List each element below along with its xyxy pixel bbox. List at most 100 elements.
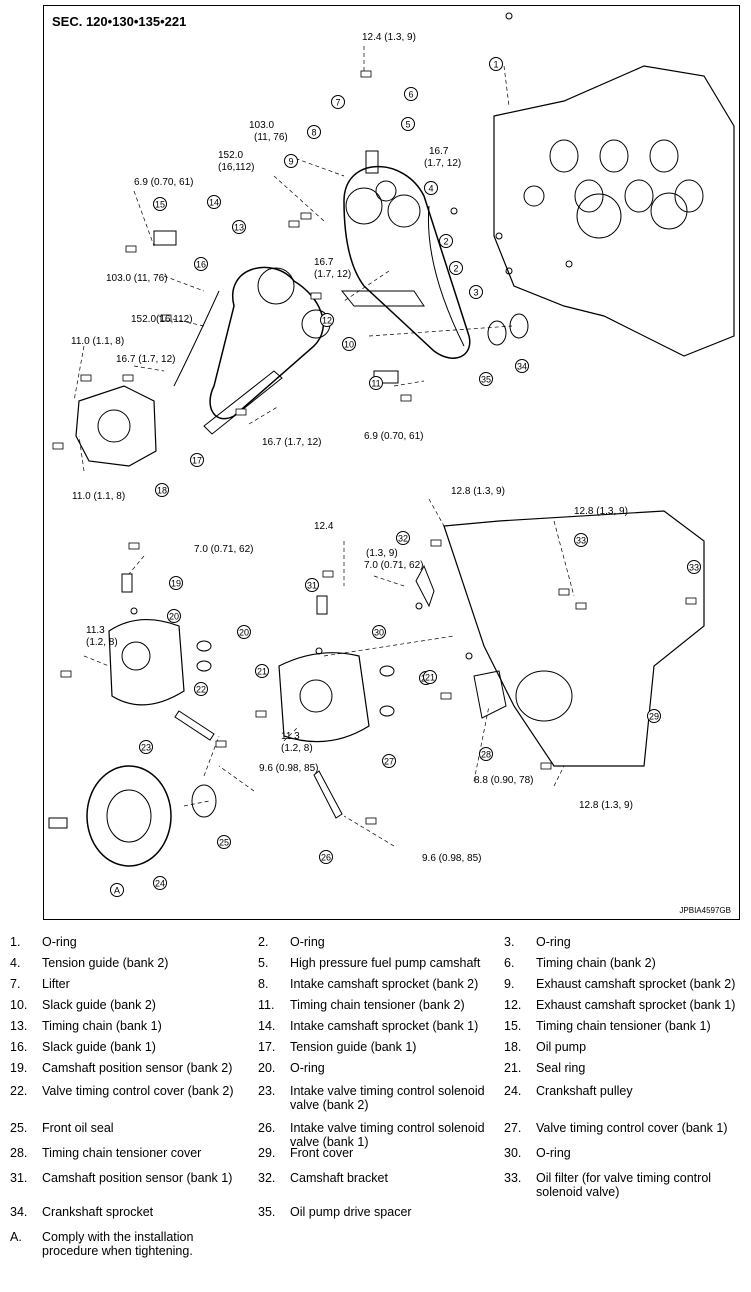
bolt [322,570,334,578]
callout-20-circle [237,625,251,639]
callout-12: 12 [322,316,332,326]
timing-chain-bank2 [343,165,471,359]
callout-18-circle [155,483,169,497]
callout-3: 3 [473,288,478,298]
cam-sensor-bank1 [316,595,328,615]
torque-label: 11.3 [281,731,300,742]
leader-line [373,575,405,587]
bolt [440,692,452,700]
leader-line [183,800,210,807]
legend-text: Front oil seal [42,1121,114,1135]
section-title: SEC. 120•130•135•221 [52,14,187,29]
cam-bore [523,185,545,207]
front-cover [443,510,705,767]
vtc-cover-bore [299,679,333,713]
legend-text: Timing chain tensioner cover [42,1146,202,1160]
bolt [300,212,312,220]
callout-27-circle [382,754,396,768]
legend-text: Exhaust camshaft sprocket (bank 2) [536,977,736,991]
callout-21: 21 [425,673,435,683]
callout-27: 27 [384,757,394,767]
vtc-cover-bore [121,641,151,671]
engine-block-bore [649,139,679,173]
leader-line [343,815,395,847]
leader-line [133,365,165,372]
callout-6: 6 [408,90,413,100]
figure-code: JPBIA4597GB [679,906,731,915]
o-ring [565,260,573,268]
torque-label: 11.0 (1.1, 8) [72,491,126,502]
legend-number: 10. [10,998,28,1012]
torque-label: (1.2, 8) [281,743,313,754]
legend-text: Oil pump drive spacer [290,1205,412,1219]
timing-chain-bank1 [209,266,324,420]
callout-18: 18 [157,486,167,496]
torque-label: 152.0(16,112) [131,314,193,325]
intake-sprocket-bank1 [257,267,295,305]
oil-pump [75,385,157,467]
callout-33: 33 [689,563,699,573]
bolt [575,602,587,610]
callout-15-circle [153,197,167,211]
fuel-pump-cam [375,180,397,202]
callout-33: 33 [576,536,586,546]
torque-label: 12.4 [314,521,334,532]
leader-line [218,765,255,792]
legend-text: Exhaust camshaft sprocket (bank 1) [536,998,736,1012]
bolt [160,314,172,322]
bolt [310,292,322,300]
legend-number: 4. [10,956,21,970]
torque-label: 16.7 (1.7, 12) [262,437,322,448]
legend-text: Slack guide (bank 2) [42,998,156,1012]
callout-13-circle [232,220,246,234]
bolt [288,220,300,228]
diagram-artwork: 1223456789101112131415161718192020212121… [48,12,735,897]
legend-number: 23. [258,1084,276,1098]
legend-number: A. [10,1230,22,1244]
callout-21-circle [255,664,269,678]
oil-pump-drive-spacer [487,320,507,346]
callout-22-circle [194,682,208,696]
leader-line [273,175,325,222]
exploded-diagram: 1223456789101112131415161718192020212121… [43,5,740,920]
legend-text: O-ring [536,935,571,949]
lifter [365,150,379,174]
legend-text: Oil pump [536,1040,587,1054]
solenoid-bank2 [174,710,215,741]
o-ring [465,652,473,660]
legend-text: Intake valve timing control solenoid val… [290,1084,485,1112]
tensioner-bank1 [153,230,177,246]
callout-17-circle [190,453,204,467]
torque-label: 11.0 (1.1, 8) [71,336,125,347]
pulley-bolt [48,817,68,829]
o-ring [315,647,323,655]
legend-number: 33. [504,1171,522,1185]
leader-line [133,190,155,247]
bolt [125,245,137,253]
leader-line [73,345,85,402]
callout-5: 5 [405,120,410,130]
crankshaft-sprocket [509,313,529,339]
legend-number: 19. [10,1061,28,1075]
bolt [52,442,64,450]
solenoid-bank1 [313,770,343,819]
callout-13: 13 [234,223,244,233]
legend-number: 32. [258,1171,276,1185]
callout-15: 15 [155,200,165,210]
legend-text: Timing chain tensioner (bank 2) [290,998,465,1012]
o-ring [495,232,503,240]
callout-2: 2 [443,237,448,247]
exhaust-sprocket-bank2 [387,194,421,228]
callout-8: 8 [311,128,316,138]
legend-number: 21. [504,1061,522,1075]
leader-line [343,270,390,302]
callout-29: 29 [649,712,659,722]
torque-label: 6.9 (0.70, 61) [364,431,424,442]
legend-text: Front cover [290,1146,354,1160]
bolt [685,597,697,605]
callout-19: 19 [171,579,181,589]
callout-21: 21 [257,667,267,677]
callout-34-circle [515,359,529,373]
engine-block-bore [674,179,704,213]
legend-number: 14. [258,1019,276,1033]
